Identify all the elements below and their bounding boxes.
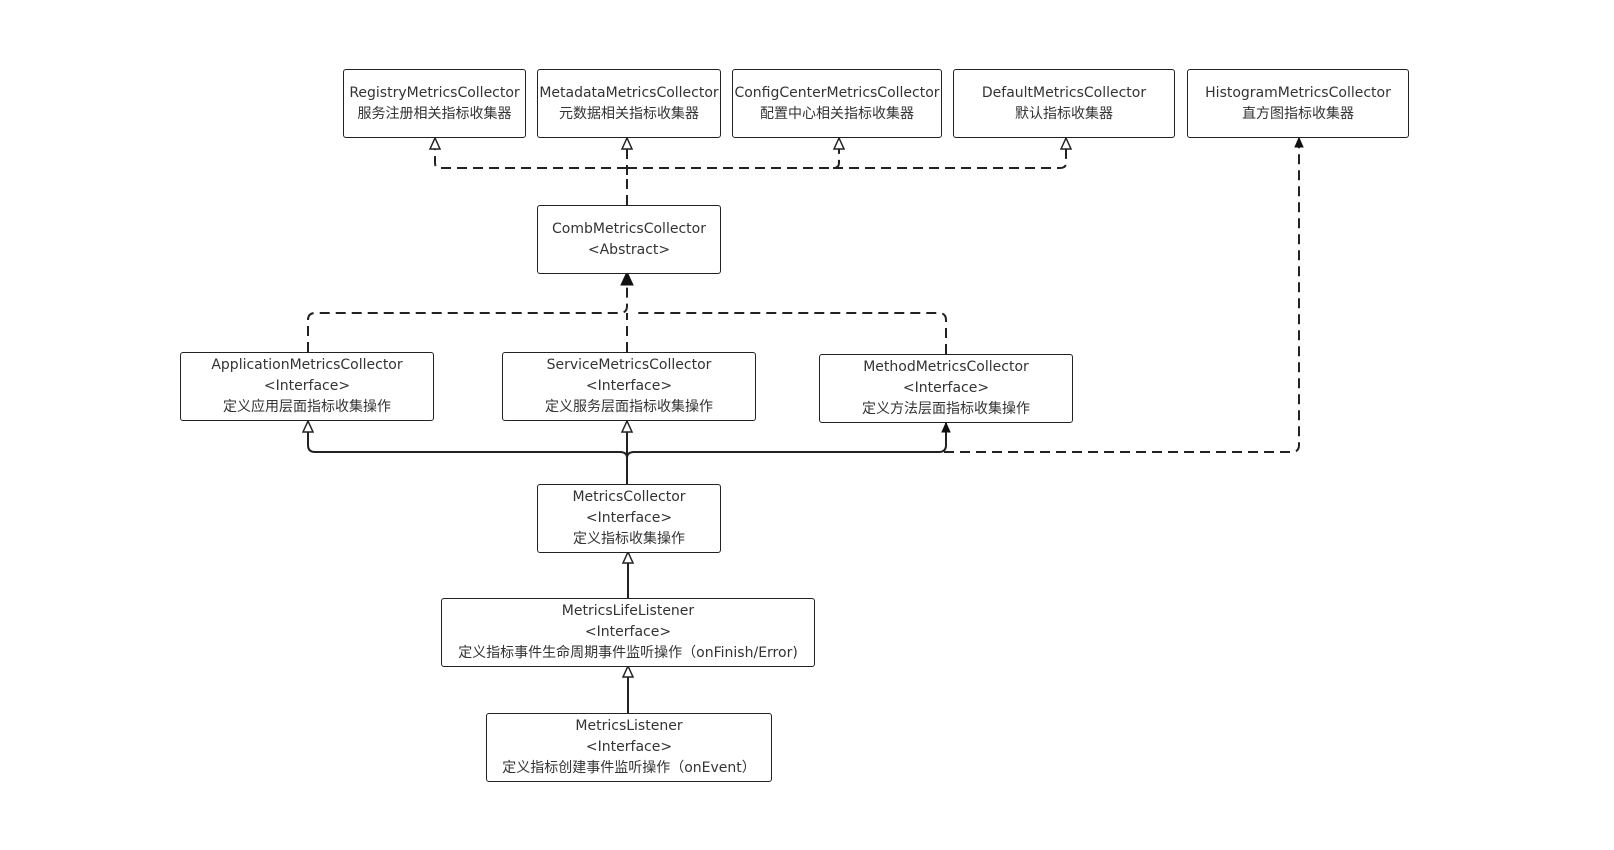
- node-metrics-collector[interactable]: MetricsCollector <Interface> 定义指标收集操作: [537, 484, 721, 553]
- node-stereotype: <Interface>: [585, 739, 673, 755]
- edge-comb-to-configcenter: [627, 138, 839, 169]
- node-description: 配置中心相关指标收集器: [760, 105, 914, 122]
- node-description: 直方图指标收集器: [1242, 105, 1354, 122]
- edge-method-to-comb: [634, 312, 947, 354]
- node-description: 默认指标收集器: [1015, 105, 1113, 122]
- node-name: MetricsCollector: [572, 489, 686, 505]
- node-metrics-life-listener[interactable]: MetricsLifeListener <Interface> 定义指标事件生命…: [441, 598, 815, 667]
- node-name: ConfigCenterMetricsCollector: [734, 84, 940, 101]
- node-stereotype: <Interface>: [584, 624, 672, 640]
- node-name: ServiceMetricsCollector: [546, 357, 712, 373]
- node-description: 定义服务层面指标收集操作: [545, 399, 713, 415]
- node-method-metrics-collector[interactable]: MethodMetricsCollector <Interface> 定义方法层…: [819, 354, 1073, 423]
- edge-collector-to-application: [308, 421, 628, 459]
- node-description: 元数据相关指标收集器: [559, 105, 699, 122]
- node-description: 定义应用层面指标收集操作: [223, 399, 391, 415]
- node-name: MetricsLifeListener: [561, 603, 695, 619]
- edge-collector-to-method: [626, 421, 951, 459]
- node-name: RegistryMetricsCollector: [349, 84, 520, 101]
- collector-to-level-edges: [308, 421, 951, 484]
- node-name: ApplicationMetricsCollector: [211, 357, 403, 373]
- node-name: MetricsListener: [575, 718, 683, 734]
- node-metadata-metrics-collector[interactable]: MetadataMetricsCollector 元数据相关指标收集器: [537, 69, 721, 138]
- edge-comb-to-default: [833, 138, 1066, 169]
- node-stereotype: <Interface>: [902, 380, 990, 396]
- node-default-metrics-collector[interactable]: DefaultMetricsCollector 默认指标收集器: [953, 69, 1175, 138]
- node-description: 服务注册相关指标收集器: [357, 105, 512, 122]
- edge-application-to-comb: [307, 270, 634, 352]
- node-description: 定义指标创建事件监听操作（onEvent）: [502, 760, 756, 776]
- node-name: MethodMetricsCollector: [863, 359, 1029, 375]
- node-description: 定义指标事件生命周期事件监听操作（onFinish/Error): [458, 645, 798, 661]
- node-name: HistogramMetricsCollector: [1205, 84, 1391, 101]
- node-name: CombMetricsCollector: [552, 220, 706, 237]
- node-metrics-listener[interactable]: MetricsListener <Interface> 定义指标创建事件监听操作…: [486, 713, 772, 782]
- node-stereotype: <Abstract>: [587, 241, 671, 258]
- node-service-metrics-collector[interactable]: ServiceMetricsCollector <Interface> 定义服务…: [502, 352, 756, 421]
- edge-comb-to-registry: [435, 138, 627, 169]
- node-description: 定义方法层面指标收集操作: [862, 401, 1030, 417]
- node-stereotype: <Interface>: [585, 510, 673, 526]
- node-comb-metrics-collector[interactable]: CombMetricsCollector <Abstract>: [537, 205, 721, 274]
- node-name: MetadataMetricsCollector: [539, 84, 719, 101]
- node-stereotype: <Interface>: [585, 378, 673, 394]
- node-name: DefaultMetricsCollector: [981, 84, 1147, 101]
- edge-collector-to-histogram: [640, 136, 1304, 453]
- node-configcenter-metrics-collector[interactable]: ConfigCenterMetricsCollector 配置中心相关指标收集器: [732, 69, 942, 138]
- comb-to-top-collectors-edges: [435, 138, 1066, 205]
- node-application-metrics-collector[interactable]: ApplicationMetricsCollector <Interface> …: [180, 352, 434, 421]
- node-description: 定义指标收集操作: [573, 531, 685, 547]
- node-histogram-metrics-collector[interactable]: HistogramMetricsCollector 直方图指标收集器: [1187, 69, 1409, 138]
- node-registry-metrics-collector[interactable]: RegistryMetricsCollector 服务注册相关指标收集器: [343, 69, 526, 138]
- level-collectors-to-comb-edges: [307, 270, 947, 354]
- node-stereotype: <Interface>: [263, 378, 351, 394]
